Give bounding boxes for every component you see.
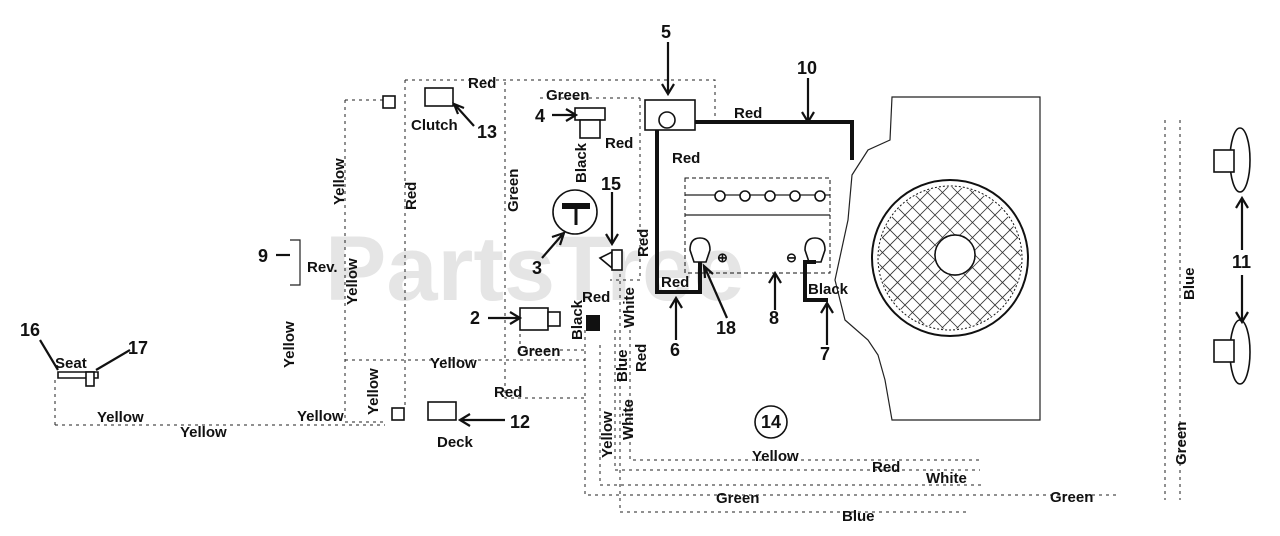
wire-label: Blue [1181, 267, 1198, 300]
wire-label: Red [661, 274, 689, 291]
wire-label: Red [872, 459, 900, 476]
callout-10: 10 [797, 58, 817, 78]
wire-label: Yellow [344, 258, 361, 305]
wire-label: Blue [614, 349, 631, 382]
wire-label: Red [635, 229, 652, 257]
wire-label: Red [672, 150, 700, 167]
wire-label: Red [633, 344, 650, 372]
wire-label: Black [569, 299, 586, 340]
wire-label: Yellow [281, 321, 298, 368]
callout-13: 13 [477, 122, 497, 142]
wire-label: White [620, 399, 637, 440]
callout-14-circle [754, 405, 788, 439]
wire-label: White [621, 287, 638, 328]
cable-7 [803, 260, 828, 302]
reverse-label: Rev. [307, 259, 338, 276]
deck-switch [391, 401, 457, 421]
wire-label: Black [808, 281, 849, 298]
starter-solenoid [644, 99, 696, 131]
wire-label: Green [517, 343, 560, 360]
callout-2: 2 [470, 308, 480, 328]
wire-label: Blue [842, 508, 875, 525]
wire-label: Black [573, 142, 590, 183]
wire-label: Green [716, 490, 759, 507]
callout-3: 3 [532, 258, 542, 278]
ignition-switch [552, 189, 598, 235]
wire-label: Yellow [180, 424, 227, 441]
connector-block [586, 315, 600, 331]
callout-5: 5 [661, 22, 671, 42]
callout-14: 14 [761, 412, 781, 432]
reverse-switch [290, 239, 301, 286]
wire-label: Green [1050, 489, 1093, 506]
svg-text:⊖: ⊖ [786, 250, 797, 265]
callout-18: 18 [716, 318, 736, 338]
wire-label: Yellow [752, 448, 799, 465]
svg-text:⊕: ⊕ [717, 250, 728, 265]
wire-label: Red [734, 105, 762, 122]
cable-6 [655, 120, 702, 294]
wire-label: Yellow [365, 368, 382, 415]
part-4-solenoid-fuse [574, 107, 606, 139]
wire-label: Green [1173, 422, 1190, 465]
wire-label: Yellow [331, 158, 348, 205]
callout-17: 17 [128, 338, 148, 358]
part-15-plug [598, 249, 623, 271]
part-2-switch [519, 307, 561, 331]
clutch-label: Clutch [411, 117, 458, 134]
wire-label: White [926, 470, 967, 487]
wire-label: Yellow [97, 409, 144, 426]
wiring [54, 79, 1181, 513]
callout-16: 16 [20, 320, 40, 340]
wire-label: Red [468, 75, 496, 92]
callout-6: 6 [670, 340, 680, 360]
wire-label: Green [546, 87, 589, 104]
watermark: PartsTree [325, 218, 744, 320]
callout-4: 4 [535, 106, 545, 126]
wire-label: Red [605, 135, 633, 152]
callout-8: 8 [769, 308, 779, 328]
deck-label: Deck [437, 434, 474, 451]
battery: ⊕ ⊖ [684, 177, 831, 274]
callout-arrows [39, 42, 1249, 427]
cable-10 [670, 120, 854, 160]
seat-label: Seat [55, 355, 87, 372]
wire-label: Red [494, 384, 522, 401]
wire-label: Red [403, 182, 420, 210]
wire-label: Yellow [599, 411, 616, 458]
wire-label: Yellow [297, 408, 344, 425]
wire-label: Red [582, 289, 610, 306]
wire-label: Yellow [430, 355, 477, 372]
wire-label: Green [505, 169, 522, 212]
callout-9: 9 [258, 246, 268, 266]
seat-switch [57, 371, 99, 387]
callout-7: 7 [820, 344, 830, 364]
callout-12: 12 [510, 412, 530, 432]
headlights [1213, 127, 1251, 385]
callout-11: 11 [1232, 252, 1251, 272]
clutch-switch [382, 87, 454, 109]
callout-15: 15 [601, 174, 621, 194]
